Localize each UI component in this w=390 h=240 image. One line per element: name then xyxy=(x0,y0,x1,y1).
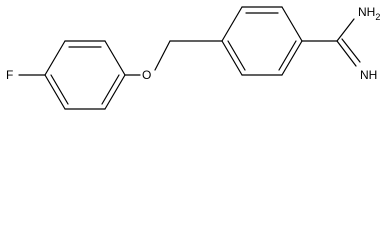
ring2-double-3 xyxy=(227,40,246,71)
c-nh-double-bond-a xyxy=(336,40,357,67)
ring2-bond-1 xyxy=(221,6,243,42)
c-nh-double-bond-b xyxy=(341,38,361,63)
ring2-bond-3 xyxy=(281,6,303,42)
ring2-bond-4 xyxy=(281,40,303,76)
ring1-double-3 xyxy=(50,74,69,105)
amine-subscript: 2 xyxy=(375,12,380,22)
oxygen-label: O xyxy=(142,68,151,82)
ring1-bond-3 xyxy=(104,40,126,76)
ring1-bond-1 xyxy=(44,40,66,76)
chemical-structure-diagram: F O NH2 NH xyxy=(6,5,380,110)
o-ch2-bond xyxy=(154,40,171,71)
amine-label: NH2 xyxy=(358,5,380,22)
ring1-bond-4 xyxy=(104,74,126,110)
ring2-bond-6 xyxy=(221,40,243,76)
imine-label: NH xyxy=(360,68,377,82)
fluorophenyl-ring xyxy=(44,40,126,110)
c-nh2-bond xyxy=(336,18,355,42)
ring2-double-2 xyxy=(278,40,297,71)
ring1-bond-6 xyxy=(44,74,66,110)
benzene-ring xyxy=(221,6,303,76)
amine-nh: NH xyxy=(358,5,375,19)
fluorine-label: F xyxy=(6,68,13,82)
ring1-double-2 xyxy=(101,74,120,105)
